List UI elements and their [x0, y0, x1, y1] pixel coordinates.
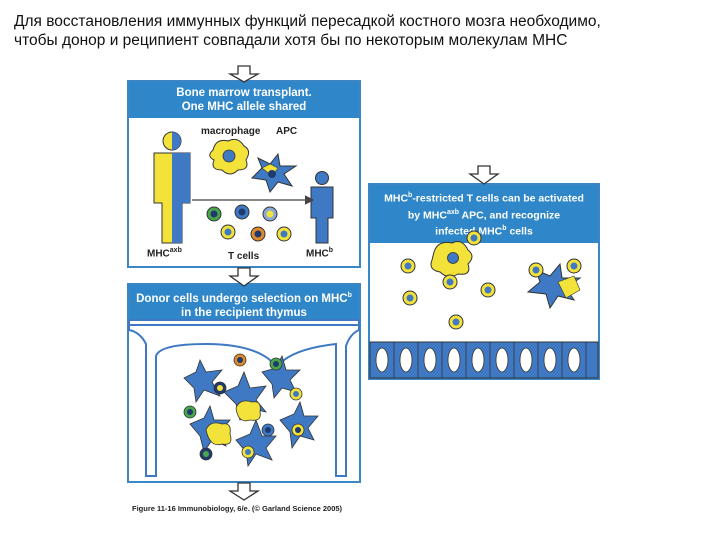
t3c: cells	[506, 225, 533, 238]
panel-top-header-line1: Bone marrow transplant.	[176, 87, 312, 99]
down-arrow-right	[467, 165, 501, 185]
t1a: MHC	[384, 192, 409, 205]
right-panel-t-cells	[400, 230, 582, 330]
label-mhc-donor-text: MHC	[147, 248, 170, 260]
down-arrow-bottom	[227, 482, 261, 501]
slide-title-line2: чтобы донор и реципиент совпадали хотя б…	[14, 32, 568, 49]
thymocytes	[183, 353, 305, 461]
t3a: infected MHC	[435, 225, 503, 238]
label-t-cells: T cells	[228, 251, 260, 262]
panel-right-header-line1: MHCb-restricted T cells can be activated	[374, 189, 594, 206]
right-panel-macrophage	[430, 241, 473, 278]
panel-middle-header-line2: in the recipient thymus	[181, 306, 307, 319]
label-mhc-recipient-sup: b	[328, 247, 334, 254]
panel-top-header: Bone marrow transplant. One MHC allele s…	[129, 82, 359, 118]
label-mhc-donor: MHCaxb	[147, 247, 182, 259]
infected-epithelium	[369, 341, 599, 379]
t2b: axb	[446, 208, 459, 216]
panel-right-header-line2: by MHCaxb APC, and recognize	[374, 206, 594, 223]
panel-middle-header-sup: b	[347, 292, 352, 299]
recipient-person-figure	[310, 171, 334, 244]
panel-middle-header: Donor cells undergo selection on MHCb in…	[129, 285, 359, 324]
panel-right-header-line3: infected MHCb cells	[374, 222, 594, 239]
down-arrow-top	[227, 65, 261, 83]
label-mhc-recipient: MHCb	[306, 247, 333, 259]
t2c: APC, and recognize	[459, 209, 561, 221]
label-macrophage: macrophage	[201, 126, 261, 137]
thymus-tissue	[128, 319, 360, 477]
t3b: b	[502, 225, 507, 232]
t1c: -restricted T cells can be activated	[412, 192, 584, 205]
apc-dendritic-cell	[250, 152, 298, 194]
figure-caption: Figure 11-16 Immunobiology, 6/e. (© Garl…	[132, 504, 343, 513]
label-apc: APC	[276, 126, 298, 137]
top-t-cells	[206, 204, 292, 242]
label-mhc-recipient-text: MHC	[306, 248, 329, 260]
t2a: by MHC	[407, 209, 447, 221]
panel-right-header: MHCb-restricted T cells can be activated…	[370, 185, 598, 243]
t1b: b	[408, 192, 413, 199]
slide-title: Для восстановления иммунных функций пере…	[14, 12, 714, 50]
donor-person-figure	[153, 131, 191, 244]
label-mhc-donor-sup: axb	[169, 247, 182, 254]
slide-title-line1: Для восстановления иммунных функций пере…	[14, 13, 601, 30]
macrophage-cell	[209, 138, 250, 175]
panel-middle-header-line1: Donor cells undergo selection on MHCb	[133, 289, 355, 306]
panel-middle-header-text: Donor cells undergo selection on MHC	[136, 292, 348, 305]
down-arrow-middle	[227, 267, 261, 287]
panel-top-header-line2: One MHC allele shared	[181, 101, 307, 113]
